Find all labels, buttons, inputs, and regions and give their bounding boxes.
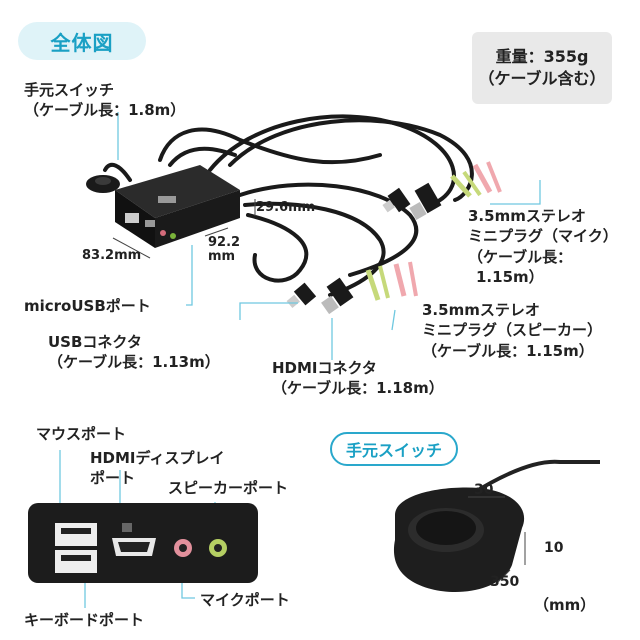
weight-note: （ケーブル含む） <box>478 69 606 88</box>
sw-dim-height: 10 <box>544 540 564 556</box>
port-panel <box>28 503 258 583</box>
label-speaker-port: スピーカーポート <box>168 479 289 497</box>
sw-dim-width: 30 <box>474 482 494 498</box>
overview-title: 全体図 <box>18 22 146 60</box>
dim-width: 83.2mm <box>82 248 142 263</box>
label-hdmi-connector: HDMIコネクタ （ケーブル長：1.18m） <box>272 359 444 398</box>
label-mouse-port: マウスポート <box>36 425 127 443</box>
weight-box: 重量：355g （ケーブル含む） <box>472 32 612 104</box>
label-keyboard-port: キーボードポート <box>24 611 145 629</box>
weight-value: 重量：355g <box>495 46 589 66</box>
hand-switch-large <box>393 459 600 592</box>
cables <box>103 114 474 297</box>
sw-dim-depth: 350 <box>490 574 520 590</box>
hand-switch-title: 手元スイッチ <box>330 432 458 466</box>
plugs-upper <box>382 161 502 221</box>
plugs-lower <box>286 261 418 315</box>
label-usb-connector: USBコネクタ （ケーブル長：1.13m） <box>48 333 220 372</box>
label-hand-switch: 手元スイッチ （ケーブル長：1.8m） <box>24 81 186 120</box>
label-microusb: microUSBポート <box>24 297 151 315</box>
label-speaker-plug: 3.5mmステレオ ミニプラグ（スピーカー） （ケーブル長：1.15m） <box>422 301 603 360</box>
label-hdmi-port: HDMIディスプレイ ポート <box>90 449 225 488</box>
dim-height: 29.6mm <box>256 200 316 215</box>
sw-dim-unit: （mm） <box>534 596 596 614</box>
kvm-box <box>115 165 240 248</box>
box-dimension-lines <box>112 199 256 259</box>
label-mic-port: マイクポート <box>200 591 290 609</box>
dim-depth: 92.2 mm <box>208 235 241 265</box>
label-mic-plug: 3.5mmステレオ ミニプラグ（マイク） （ケーブル長： 1.15m） <box>468 207 618 286</box>
